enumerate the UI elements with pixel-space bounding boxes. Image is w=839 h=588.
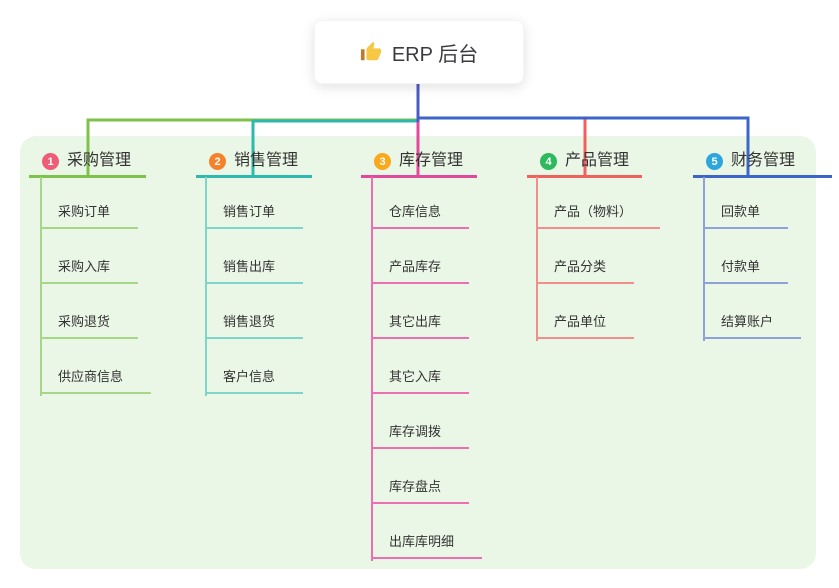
root-node-label: ERP 后台: [391, 43, 479, 66]
branch-children-5: 回款单 付款单 结算账户: [703, 174, 802, 339]
leaf-node[interactable]: 其它入库: [371, 339, 470, 394]
leaf-node[interactable]: 产品分类: [536, 229, 635, 284]
branch-trunk-5: [703, 177, 705, 341]
root-node[interactable]: ERP 后台: [314, 20, 524, 84]
leaf-node[interactable]: 产品库存: [371, 229, 470, 284]
leaf-node[interactable]: 供应商信息: [40, 339, 152, 394]
leaf-node[interactable]: 付款单: [703, 229, 789, 284]
thumbs-up-icon: [360, 41, 381, 61]
branch-children-3: 仓库信息 产品库存 其它出库 其它入库 库存调拨 库存盘点 出库库明细: [371, 174, 483, 559]
branch-badge-4: 4: [540, 153, 557, 170]
leaf-node[interactable]: 产品单位: [536, 284, 635, 339]
mindmap-panel: [20, 136, 816, 569]
branch-trunk-3: [371, 177, 373, 561]
branch-label: 产品管理: [565, 152, 630, 169]
leaf-node[interactable]: 采购订单: [40, 174, 139, 229]
leaf-node[interactable]: 销售订单: [205, 174, 304, 229]
leaf-node[interactable]: 仓库信息: [371, 174, 470, 229]
branch-badge-5: 5: [706, 153, 723, 170]
leaf-node[interactable]: 其它出库: [371, 284, 470, 339]
branch-badge-1: 1: [42, 153, 59, 170]
branch-trunk-2: [205, 177, 207, 396]
branch-badge-2: 2: [209, 153, 226, 170]
branch-trunk-1: [40, 177, 42, 396]
branch-children-4: 产品（物料） 产品分类 产品单位: [536, 174, 661, 339]
branch-children-1: 采购订单 采购入库 采购退货 供应商信息: [40, 174, 152, 394]
leaf-node[interactable]: 库存调拨: [371, 394, 470, 449]
leaf-node[interactable]: 库存盘点: [371, 449, 470, 504]
leaf-node[interactable]: 结算账户: [703, 284, 802, 339]
leaf-node[interactable]: 销售退货: [205, 284, 304, 339]
leaf-node[interactable]: 回款单: [703, 174, 789, 229]
branch-trunk-4: [536, 177, 538, 341]
leaf-node[interactable]: 客户信息: [205, 339, 304, 394]
leaf-node[interactable]: 采购入库: [40, 229, 139, 284]
leaf-node[interactable]: 销售出库: [205, 229, 304, 284]
branch-label: 采购管理: [67, 152, 132, 169]
branch-children-2: 销售订单 销售出库 销售退货 客户信息: [205, 174, 304, 394]
leaf-node[interactable]: 采购退货: [40, 284, 139, 339]
leaf-node[interactable]: 产品（物料）: [536, 174, 661, 229]
branch-label: 销售管理: [234, 152, 299, 169]
branch-label: 财务管理: [731, 152, 796, 169]
leaf-node[interactable]: 出库库明细: [371, 504, 483, 559]
branch-badge-3: 3: [374, 153, 391, 170]
branch-label: 库存管理: [399, 152, 464, 169]
